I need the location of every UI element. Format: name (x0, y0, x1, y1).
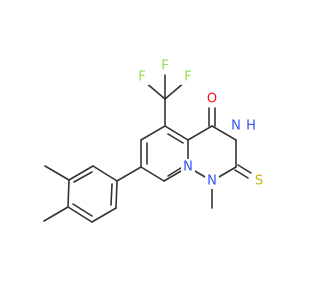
molecule-structure: F F F O N H S N N (43, 58, 266, 223)
bond (164, 125, 189, 141)
bond (67, 179, 70, 208)
bond (115, 180, 118, 209)
bond (68, 165, 94, 181)
bond (167, 133, 184, 144)
bond (110, 183, 113, 206)
bond (211, 125, 237, 141)
bond (237, 164, 252, 174)
atom-fluorine-right: F (184, 70, 191, 85)
bond (140, 125, 166, 141)
bond (72, 203, 93, 217)
bonds (43, 74, 252, 223)
atom-fluorine-left: F (138, 70, 145, 85)
bond (116, 166, 142, 182)
bond (234, 169, 249, 179)
bond (140, 166, 165, 182)
atom-nitrogen-nh: N (231, 119, 241, 134)
atom-sulfur: S (255, 174, 263, 189)
bond (92, 165, 118, 182)
bond (67, 206, 93, 223)
bond (187, 125, 213, 141)
atom-oxygen: O (207, 92, 217, 107)
atom-nitrogen-methyl: N (207, 174, 217, 189)
atom-labels: F F F O N H S N N (135, 58, 266, 189)
bond (73, 171, 93, 183)
atom-fluorine-top: F (161, 59, 168, 74)
bond (43, 206, 69, 222)
atom-nitrogen-pyridine: N (183, 160, 193, 175)
atom-hydrogen: H (246, 119, 256, 134)
bond (44, 165, 70, 181)
bond (91, 207, 117, 223)
